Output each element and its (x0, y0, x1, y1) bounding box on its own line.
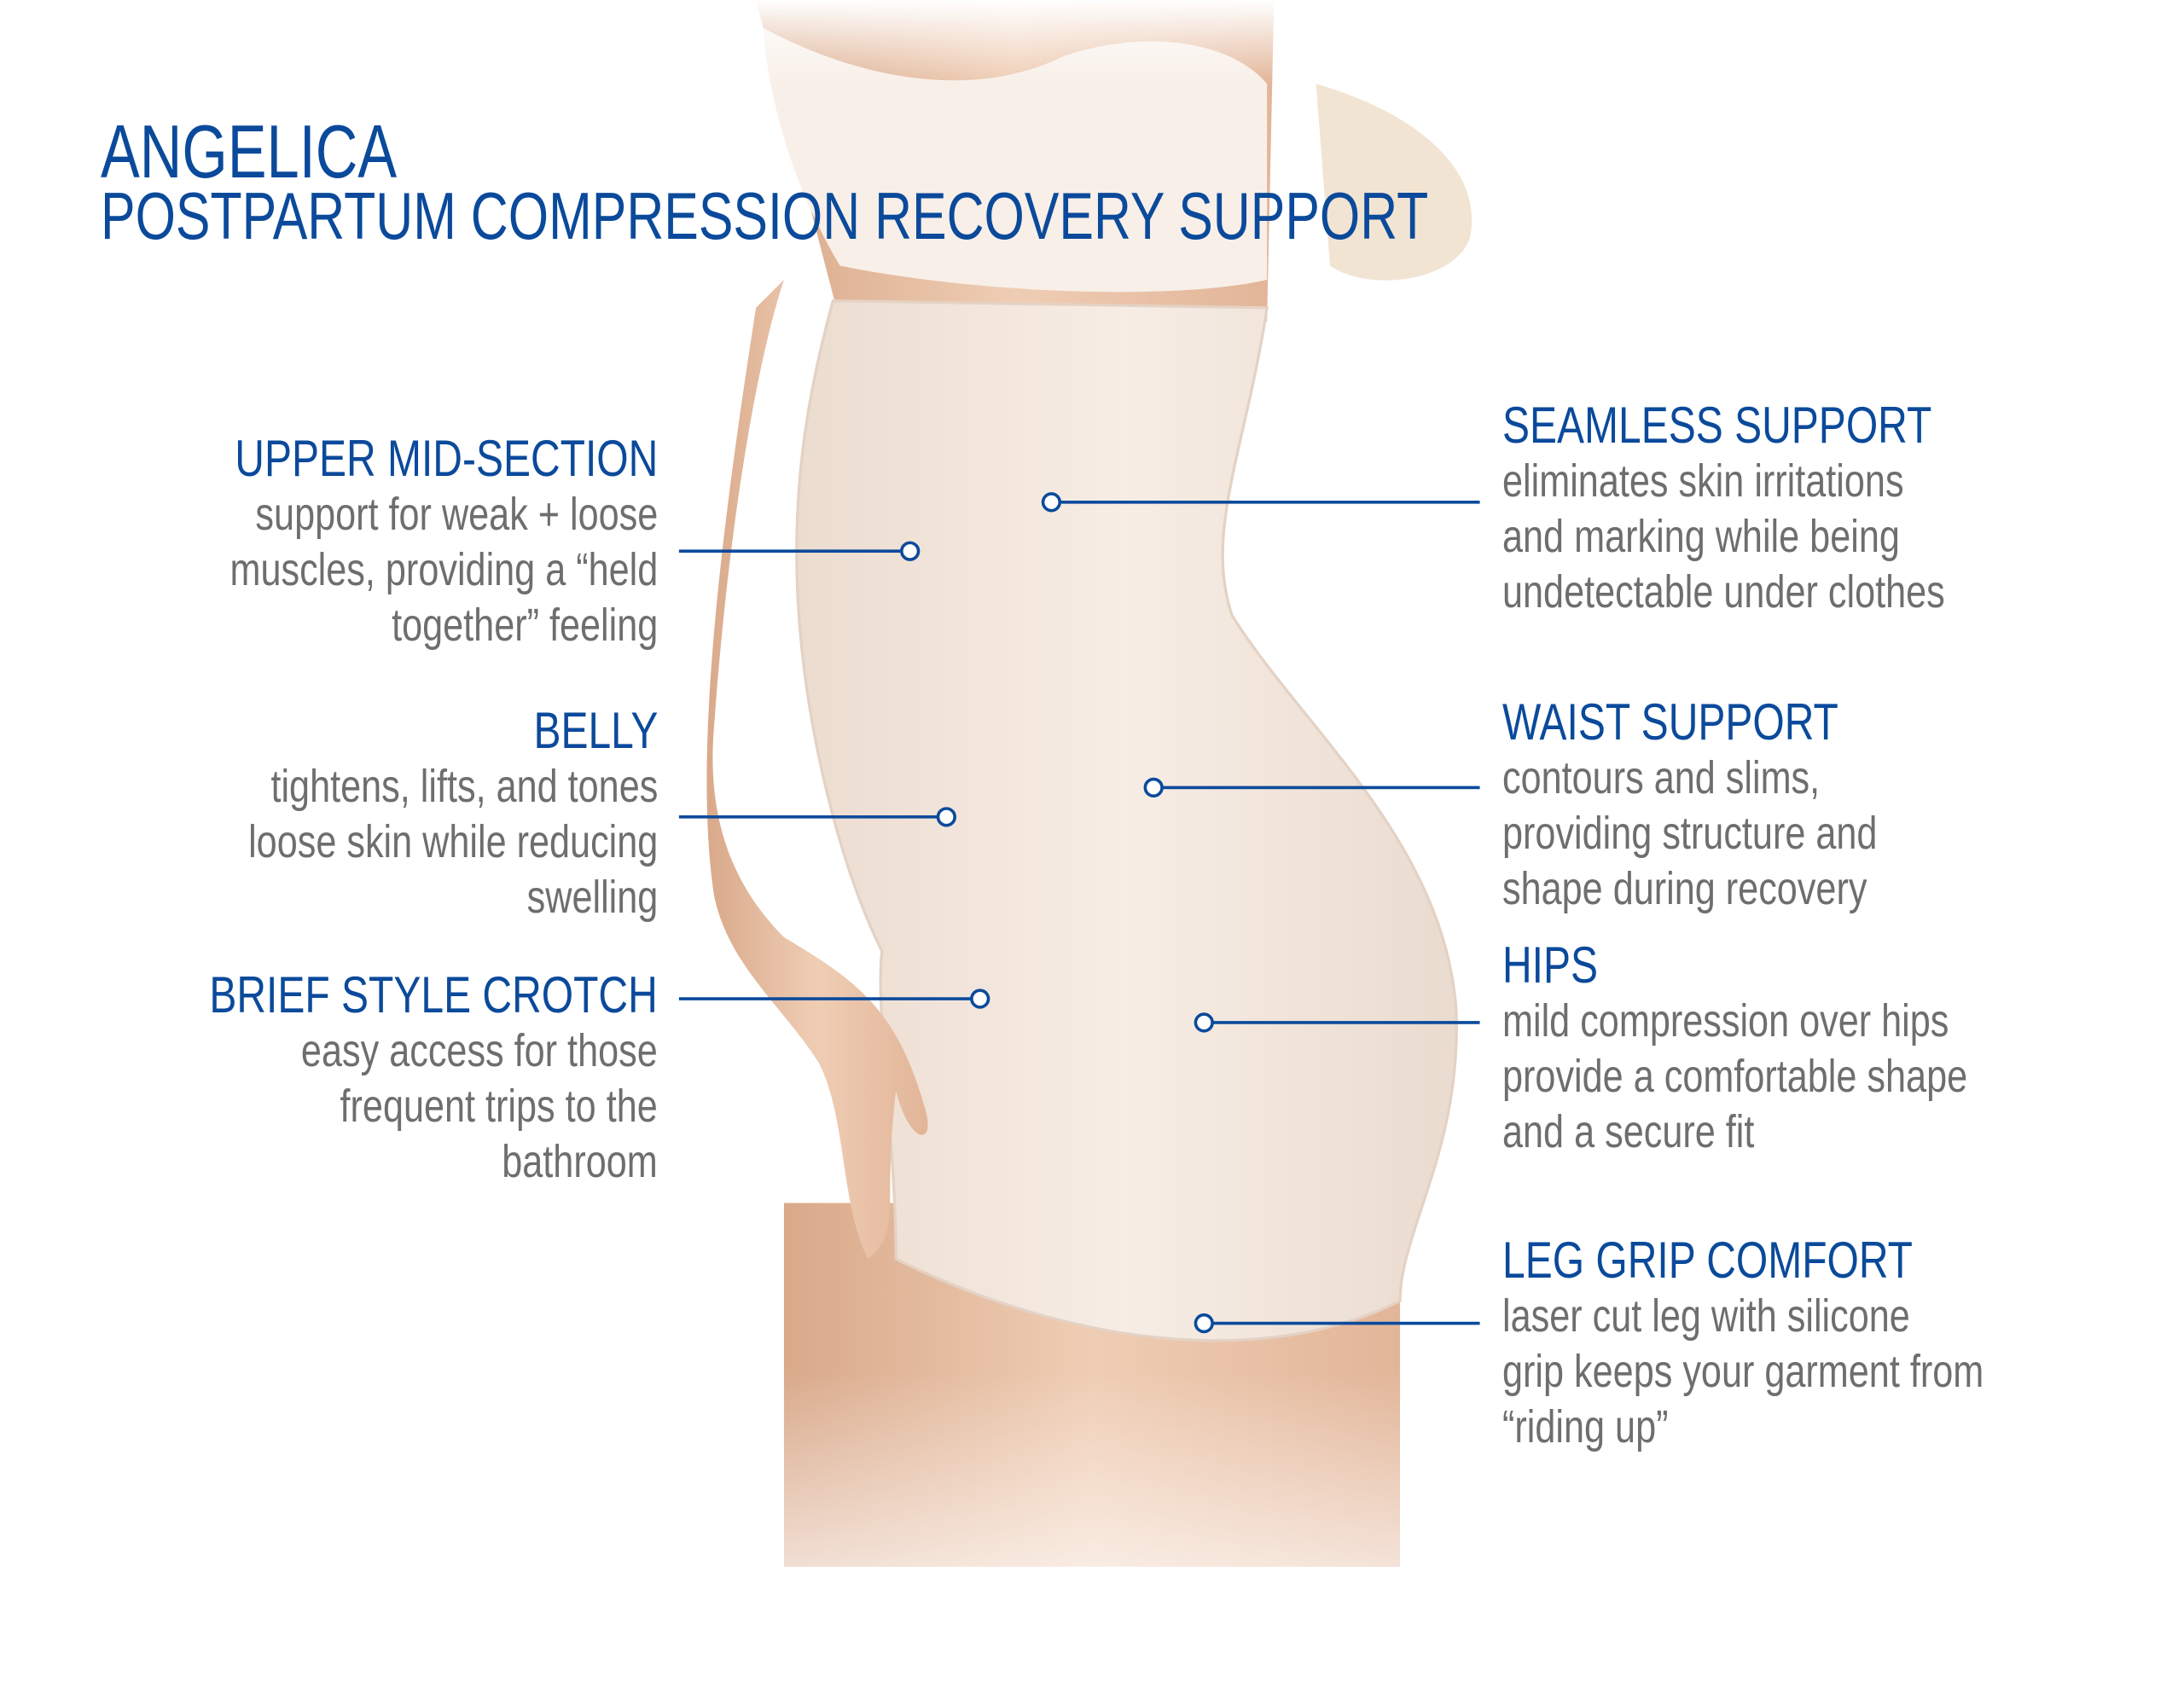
marker-waist (1143, 777, 1164, 798)
callout-heading: HIPS (1502, 936, 1599, 994)
callout-text: contours and slims, (1502, 752, 1821, 803)
callout-text: laser cut leg with silicone (1502, 1290, 1910, 1342)
callout-heading: LEG GRIP COMFORT (1502, 1232, 1913, 1289)
marker-hips (1194, 1012, 1214, 1033)
bottom-fade (560, 1371, 1541, 1687)
callout-text: together” feeling (391, 600, 658, 651)
callout-text: bathroom (502, 1136, 658, 1187)
callout-brief-style-crotch: BRIEF STYLE CROTCH easy access for those… (210, 967, 658, 1190)
callout-text: loose skin while reducing (247, 816, 658, 867)
marker-belly (936, 807, 956, 827)
callout-text: “riding up” (1502, 1401, 1669, 1452)
callout-belly: BELLY tightens, lifts, and tones loose s… (248, 703, 658, 925)
callout-hips: HIPS mild compression over hips provide … (1502, 937, 1967, 1160)
hair (1316, 84, 1472, 281)
callout-text: undetectable under clothes (1502, 566, 1945, 617)
callout-text: providing structure and (1502, 808, 1878, 859)
model-figure (560, 0, 1541, 1687)
marker-seamless (1041, 492, 1062, 513)
garment (795, 299, 1458, 1342)
callout-upper-mid-section: UPPER MID-SECTION support for weak + loo… (229, 431, 658, 653)
callout-text: muscles, providing a “held (229, 544, 658, 595)
callout-text: support for weak + loose (255, 489, 658, 540)
product-subtitle: POSTPARTUM COMPRESSION RECOVERY SUPPORT (101, 178, 1429, 253)
callout-lines (678, 492, 1480, 1334)
callout-text: grip keeps your garment from (1502, 1346, 1984, 1397)
callout-text: eliminates skin irritations (1502, 455, 1904, 507)
callout-waist-support: WAIST SUPPORT contours and slims, provid… (1502, 694, 1877, 917)
callout-heading: WAIST SUPPORT (1502, 693, 1838, 751)
arm (706, 280, 928, 1260)
callout-text: swelling (526, 872, 658, 923)
callout-text: frequent trips to the (340, 1081, 658, 1132)
top-fade (560, 0, 1541, 84)
callout-text: tightens, lifts, and tones (270, 761, 658, 812)
product-title: ANGELICA (101, 109, 398, 194)
callout-text: provide a comfortable shape (1502, 1051, 1968, 1102)
callout-seamless-support: SEAMLESS SUPPORT eliminates skin irritat… (1502, 397, 1945, 620)
callout-text: shape during recovery (1502, 863, 1867, 914)
marker-upper-mid-section (900, 541, 921, 561)
callout-text: and marking while being (1502, 511, 1900, 562)
callout-leg-grip-comfort: LEG GRIP COMFORT laser cut leg with sili… (1502, 1232, 1984, 1455)
callout-heading: BRIEF STYLE CROTCH (209, 966, 658, 1023)
callout-heading: SEAMLESS SUPPORT (1502, 397, 1932, 454)
callout-text: easy access for those (301, 1025, 658, 1076)
callout-heading: UPPER MID-SECTION (234, 430, 658, 487)
callout-heading: BELLY (533, 702, 658, 759)
callout-text: and a secure fit (1502, 1106, 1755, 1157)
callout-text: mild compression over hips (1502, 995, 1949, 1046)
bra (763, 27, 1268, 293)
marker-brief-crotch (970, 988, 990, 1009)
marker-leg-grip (1194, 1313, 1214, 1334)
